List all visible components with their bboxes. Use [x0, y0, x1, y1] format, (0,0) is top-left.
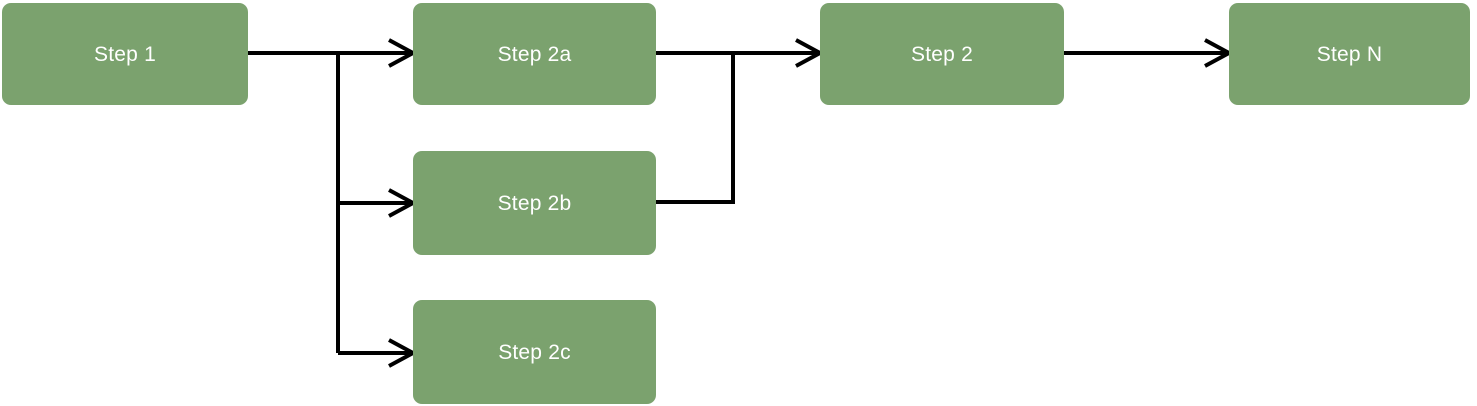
node-step2b-label: Step 2b	[497, 191, 572, 215]
node-step1-label: Step 1	[94, 42, 156, 66]
node-step2c[interactable]: Step 2c	[413, 300, 656, 404]
node-stepN[interactable]: Step N	[1229, 3, 1470, 105]
node-step2a-label: Step 2a	[497, 42, 572, 66]
node-step2c-label: Step 2c	[498, 340, 571, 364]
node-step1[interactable]: Step 1	[2, 3, 248, 105]
node-step2a[interactable]: Step 2a	[413, 3, 656, 105]
node-stepN-label: Step N	[1316, 42, 1383, 66]
node-step2-label: Step 2	[911, 42, 973, 66]
edge-step2b-merge	[656, 53, 735, 204]
node-step2b[interactable]: Step 2b	[413, 151, 656, 255]
node-step2[interactable]: Step 2	[820, 3, 1064, 105]
